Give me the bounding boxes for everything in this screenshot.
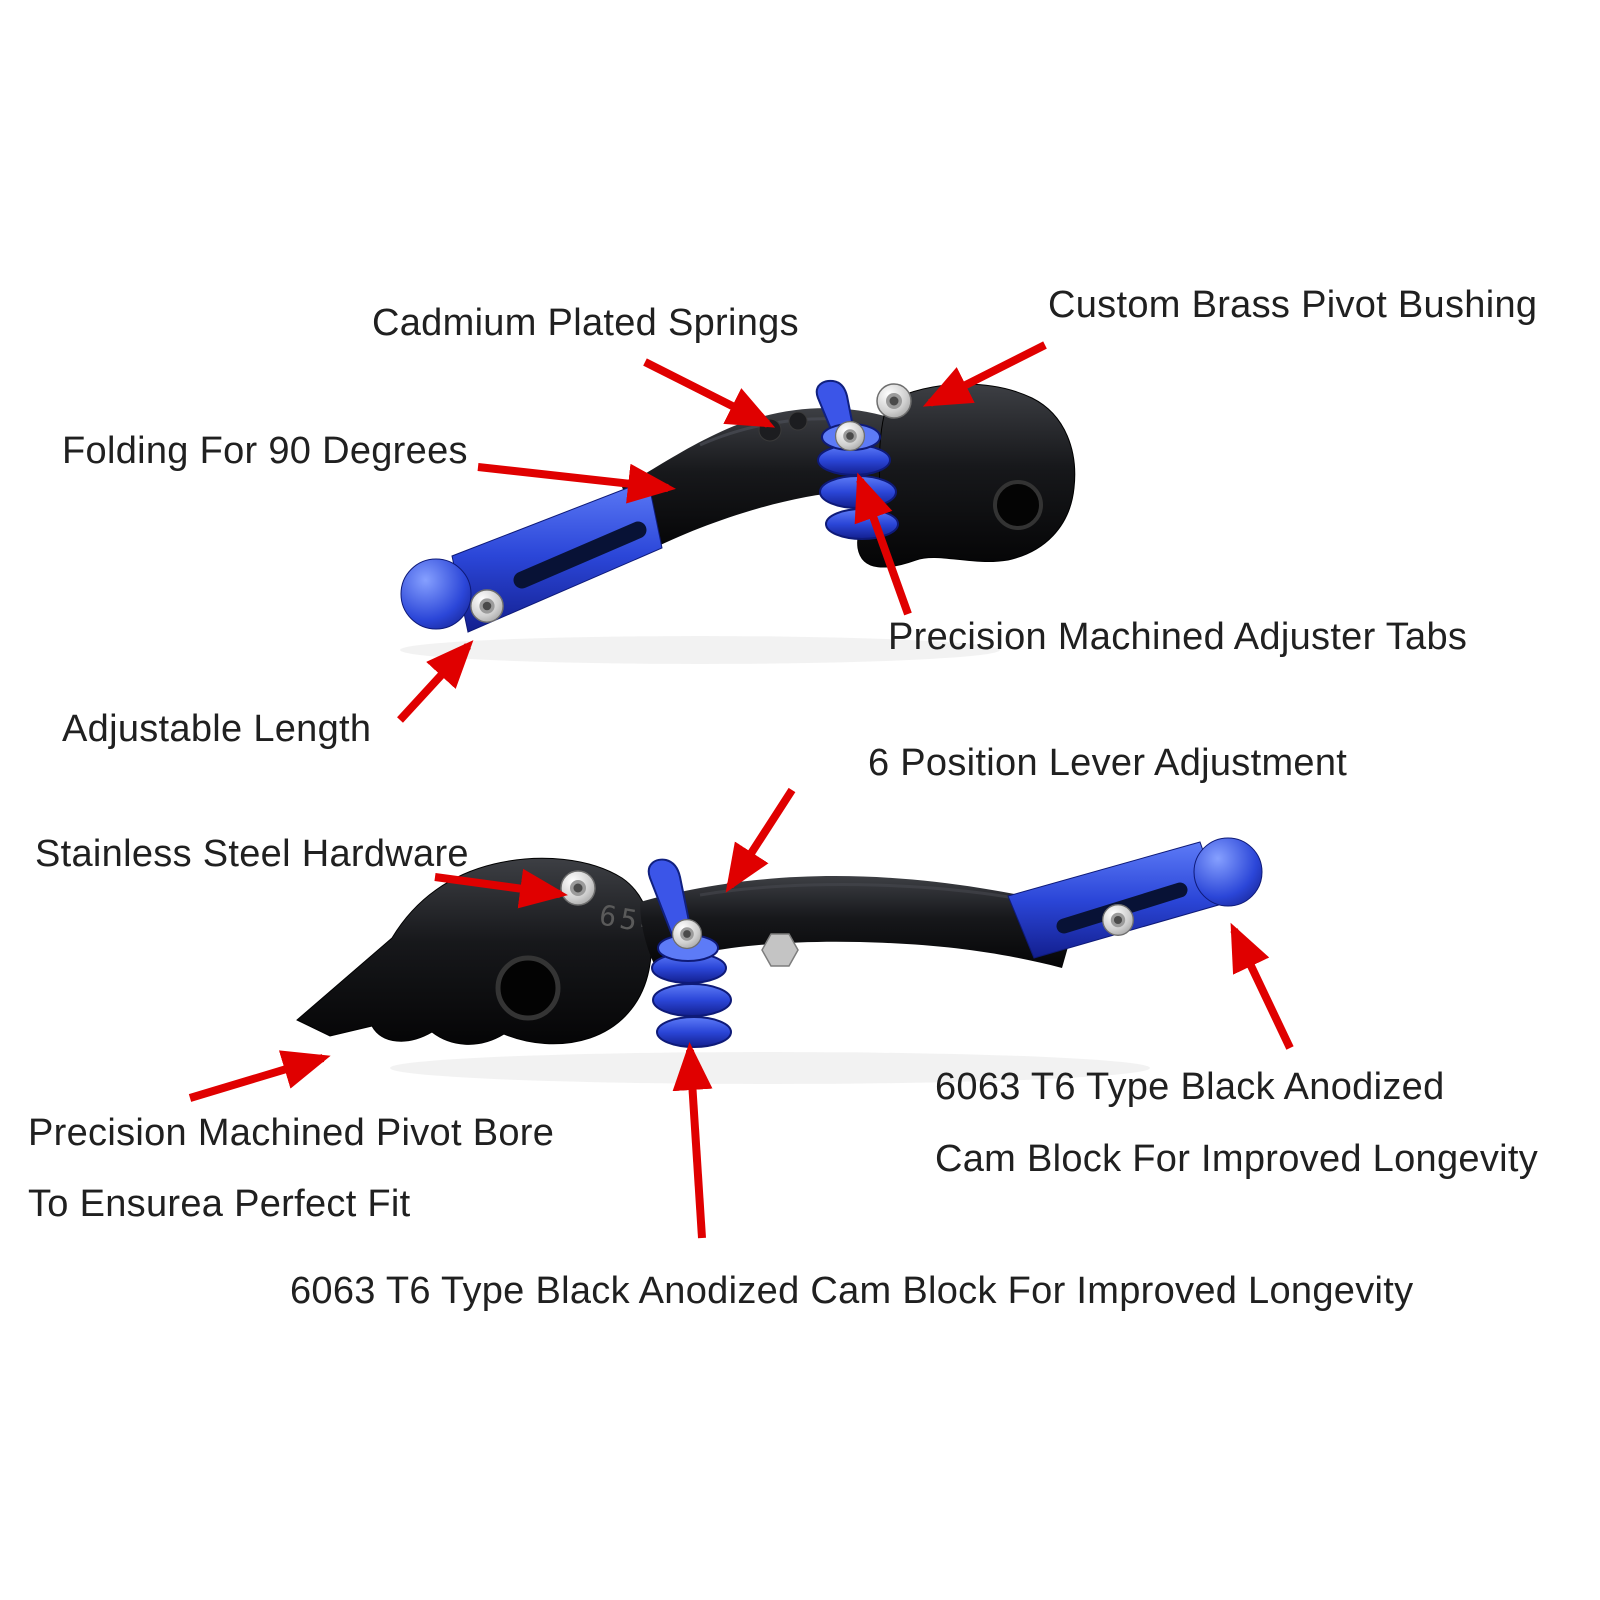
label-adjustable-length: Adjustable Length xyxy=(62,708,372,750)
adjuster-screw-icon xyxy=(834,420,866,452)
label-to-ensure-a-perfect-fit: To Ensurea Perfect Fit xyxy=(28,1183,411,1225)
precision-machined-pivot-bore-arrow xyxy=(188,1050,331,1102)
cadmium-plated-springs-arrow xyxy=(643,358,776,428)
adjuster-screw-icon xyxy=(671,918,703,950)
label-cam-block-right-line-2: Cam Block For Improved Longevity xyxy=(935,1138,1539,1180)
cadmium-spring-coil xyxy=(788,411,808,431)
label-cam-block-right-line-1: 6063 T6 Type Black Anodized xyxy=(935,1066,1445,1108)
stainless-steel-screw-icon xyxy=(560,870,596,906)
label-precision-machined-adjuster-tabs: Precision Machined Adjuster Tabs xyxy=(888,616,1468,658)
blade-length-screw-icon xyxy=(470,589,504,623)
cam-block-right-arrow xyxy=(1230,922,1294,1050)
bottom-lever-black-arm xyxy=(640,876,1078,968)
adjuster-cam-ring xyxy=(825,508,899,540)
cam-block-bottom-arrow xyxy=(672,1042,713,1239)
six-position-lever-adjustment-arrow xyxy=(725,787,796,893)
adjuster-thumb-tab xyxy=(647,858,694,942)
label-custom-brass-pivot-bushing: Custom Brass Pivot Bushing xyxy=(1048,284,1538,326)
brass-pivot-bushing-screw-icon xyxy=(876,383,912,419)
bottom-lever-pivot-bore-hole xyxy=(495,955,561,1021)
adjuster-cam-ring xyxy=(656,1016,732,1048)
bottom-lever-shadow xyxy=(390,1052,1150,1084)
top-lever-blade-slot xyxy=(513,521,647,589)
bottom-lever-blade-ball-end xyxy=(1193,837,1263,907)
blade-length-screw-icon xyxy=(1102,904,1134,936)
stainless-steel-hardware-arrow xyxy=(434,868,568,909)
annotation-arrows xyxy=(188,341,1294,1239)
folding-for-90-degrees-arrow xyxy=(477,463,676,504)
top-lever-shadow xyxy=(400,636,1000,664)
label-cam-block-bottom: 6063 T6 Type Black Anodized Cam Block Fo… xyxy=(290,1270,1414,1312)
bottom-lever-blue-blade xyxy=(1007,841,1223,959)
adjuster-cam-ring xyxy=(652,983,732,1017)
label-stainless-steel-hardware: Stainless Steel Hardware xyxy=(35,833,469,875)
top-lever-blade-ball-end xyxy=(400,558,472,630)
hardware-nut-icon xyxy=(761,933,799,967)
top-lever-pivot-bore-hole xyxy=(993,480,1043,530)
label-folding-for-90-degrees: Folding For 90 Degrees xyxy=(62,430,468,472)
label-cadmium-plated-springs: Cadmium Plated Springs xyxy=(372,302,799,344)
label-six-position-lever-adjustment: 6 Position Lever Adjustment xyxy=(868,742,1348,784)
precision-machined-adjuster-tabs-arrow xyxy=(854,472,912,616)
adjustable-length-arrow xyxy=(397,640,474,723)
label-precision-machined-pivot-bore: Precision Machined Pivot Bore xyxy=(28,1112,555,1154)
custom-brass-pivot-bushing-arrow xyxy=(922,341,1047,407)
